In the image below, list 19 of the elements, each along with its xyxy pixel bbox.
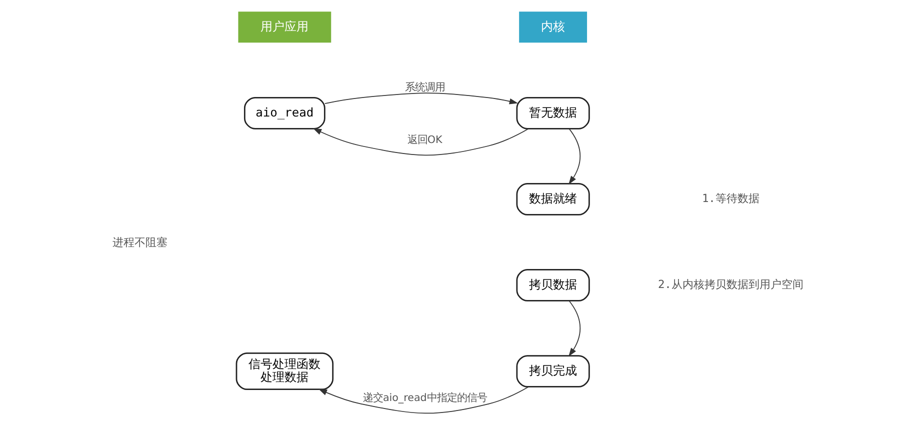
node-box: 暂无数据 bbox=[516, 97, 590, 130]
edge-label: 返回OK bbox=[406, 134, 442, 146]
node-box: 拷贝完成 bbox=[516, 355, 590, 388]
label: 进程不阻塞 bbox=[112, 236, 168, 249]
node-box: 数据就绪 bbox=[516, 183, 590, 216]
label: 2.从内核拷贝数据到用户空间 bbox=[657, 278, 803, 292]
label: 1.等待数据 bbox=[701, 192, 759, 206]
node-box: aio_read bbox=[243, 97, 325, 130]
edge-label: 系统调用 bbox=[404, 81, 444, 94]
node-box: 内核 bbox=[518, 12, 587, 43]
node-box: 拷贝数据 bbox=[516, 269, 590, 302]
node-box: 信号处理函数处理数据 bbox=[235, 352, 334, 390]
arrow bbox=[312, 128, 528, 156]
edge-label: 递交aio_read中指定的信号 bbox=[362, 392, 486, 404]
arrow bbox=[324, 92, 518, 104]
arrow bbox=[318, 386, 528, 414]
arrow bbox=[568, 128, 580, 184]
node-box: 用户应用 bbox=[238, 12, 331, 43]
arrow bbox=[568, 300, 580, 357]
